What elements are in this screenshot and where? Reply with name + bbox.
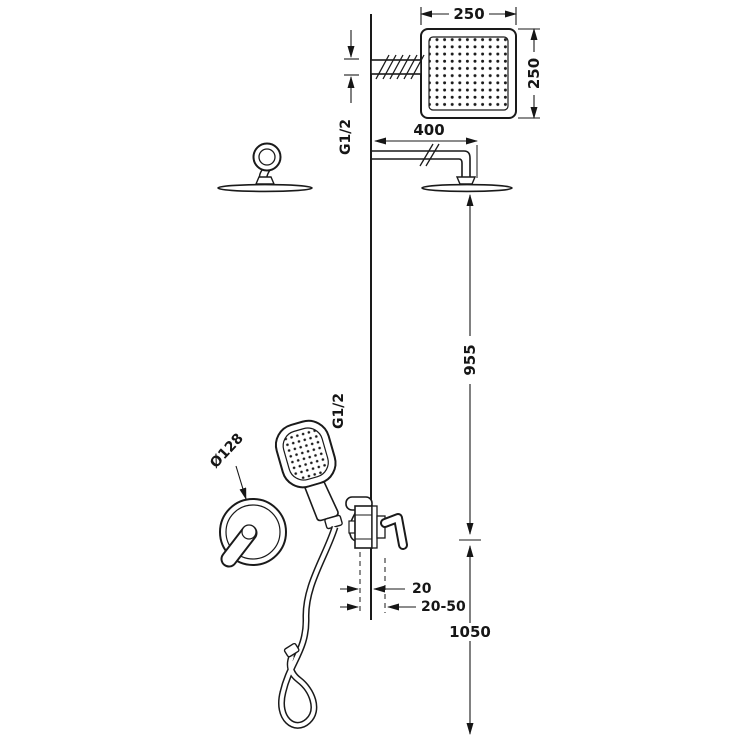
dim-depth-min-label: 20 bbox=[412, 581, 432, 597]
valve-thread-label: G1/2 bbox=[331, 393, 347, 429]
mixer-trim-plate-front bbox=[219, 498, 287, 568]
shower-arm-top bbox=[370, 54, 425, 80]
dimension-head-width: 250 bbox=[420, 5, 517, 25]
rain-shower-head-side-left bbox=[217, 142, 313, 193]
valve-lever-side bbox=[380, 513, 408, 550]
shower-hose bbox=[278, 525, 339, 729]
dimension-wall-depth: 20 20-50 bbox=[340, 552, 466, 615]
top-thread-marker: G1/2 bbox=[338, 30, 359, 155]
hand-shower bbox=[274, 419, 343, 530]
dimension-arm-length: 400 bbox=[374, 121, 478, 178]
dim-depth-range-label: 20-50 bbox=[421, 599, 466, 615]
hose-nut bbox=[324, 514, 343, 530]
dimension-depth-min: 20 bbox=[340, 581, 432, 597]
rain-shower-head-front bbox=[420, 28, 517, 119]
dimension-depth-range: 20-50 bbox=[340, 599, 466, 615]
dimension-drop-height: 955 bbox=[460, 194, 480, 535]
dimension-mount-height: 1050 bbox=[446, 545, 494, 735]
dim-arm-length-label: 400 bbox=[413, 121, 444, 139]
arm-hatch-lines bbox=[375, 54, 425, 80]
shower-arm-side-right bbox=[371, 143, 513, 193]
dimension-head-height: 250 bbox=[518, 28, 543, 119]
dim-drop-height-label: 955 bbox=[461, 344, 479, 375]
dim-head-height-label: 250 bbox=[525, 58, 543, 89]
mixer-valve-side bbox=[348, 505, 408, 550]
top-thread-label: G1/2 bbox=[338, 119, 354, 155]
dim-mount-height-label: 1050 bbox=[449, 623, 491, 641]
dim-head-width-label: 250 bbox=[453, 5, 484, 23]
hose-end-connector bbox=[283, 642, 300, 658]
arm-break-symbol bbox=[419, 143, 440, 167]
